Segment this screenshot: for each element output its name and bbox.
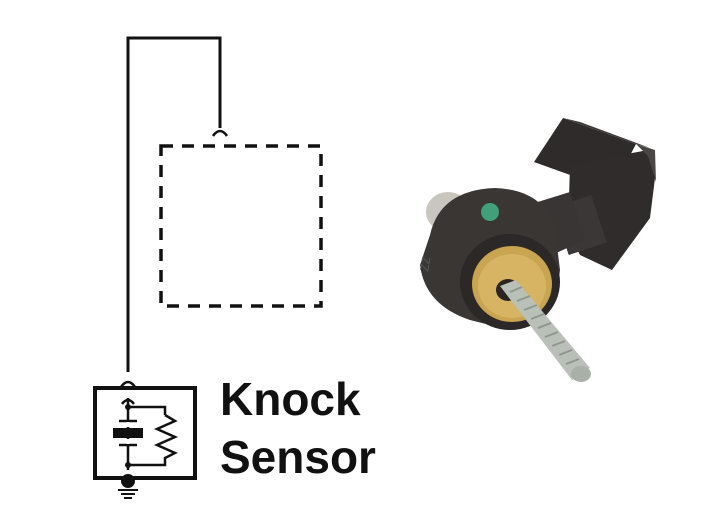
bolt [500, 280, 591, 382]
connector-terminal-icon [211, 129, 229, 137]
piezo-element-icon [113, 428, 143, 438]
module-dashed-box [159, 144, 323, 308]
ground-junction [121, 474, 135, 488]
svg-text:ZZ: ZZ [417, 256, 433, 273]
component-label-line1: Knock [220, 373, 361, 425]
resistor-icon [128, 413, 179, 467]
green-marker-dot [481, 203, 499, 221]
ground-icon [118, 489, 138, 499]
knock-sensor-symbol [93, 380, 197, 499]
component-label-line2: Sensor [220, 431, 376, 483]
wire [126, 36, 222, 372]
knock-sensor-photo: ZZ [417, 118, 656, 382]
